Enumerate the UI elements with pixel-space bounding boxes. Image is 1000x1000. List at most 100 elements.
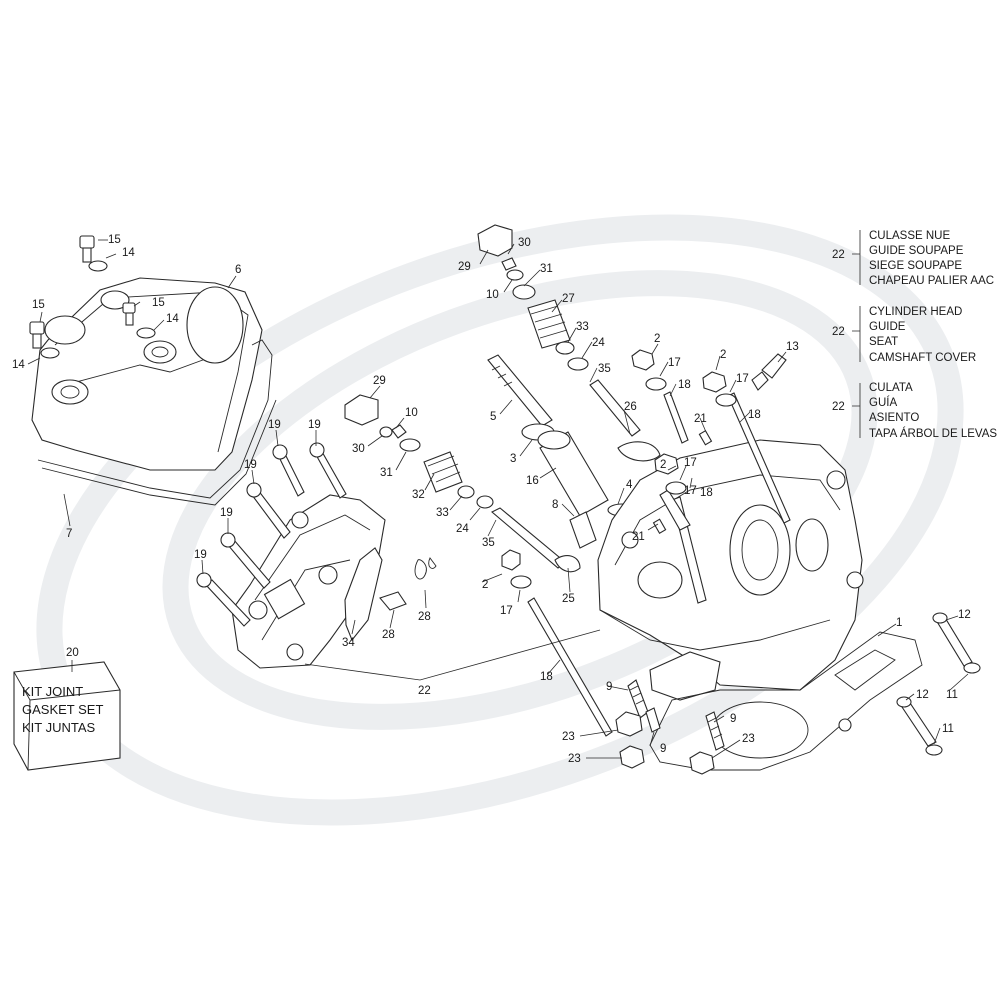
legend-en-1: CYLINDER HEAD (869, 306, 962, 318)
callout-19: 19 (194, 549, 207, 561)
callout-14: 14 (122, 247, 135, 259)
callout-29: 29 (458, 261, 471, 273)
callout-17: 17 (684, 485, 697, 497)
legend-fr-2: GUIDE SOUPAPE (869, 245, 964, 257)
callout-23: 23 (562, 731, 575, 743)
legend-fr-4: CHAPEAU PALIER AAC (869, 275, 994, 287)
callout-27: 27 (562, 293, 575, 305)
callout-23: 23 (568, 753, 581, 765)
left-valve-stack (344, 394, 581, 573)
callout-9: 9 (606, 681, 612, 693)
callout-11: 11 (942, 723, 954, 735)
callout-35: 35 (598, 363, 611, 375)
callout-28: 28 (382, 629, 395, 641)
callout-1: 1 (896, 617, 902, 629)
head-studs (527, 391, 791, 737)
upper-valve-stack (477, 224, 661, 549)
callout-9: 9 (660, 743, 666, 755)
legend-fr-1: CULASSE NUE (869, 230, 950, 242)
callout-7: 7 (66, 528, 72, 540)
callout-34: 34 (342, 637, 355, 649)
callout-28: 28 (418, 611, 431, 623)
callout-17: 17 (736, 373, 749, 385)
callout-2: 2 (720, 349, 726, 361)
kit-line-3: KIT JUNTAS (22, 720, 96, 735)
callout-15: 15 (32, 299, 45, 311)
callout-11: 11 (946, 689, 958, 701)
callout-32: 32 (412, 489, 425, 501)
callout-33: 33 (576, 321, 589, 333)
callout-30: 30 (352, 443, 365, 455)
side-bolts (896, 612, 981, 756)
temp-sensor (652, 353, 787, 534)
legend-es: 22 CULATA GUÍA ASIENTO TAPA ÁRBOL DE LEV… (832, 382, 997, 440)
callout-10: 10 (405, 407, 418, 419)
callout-15: 15 (108, 234, 121, 246)
callout-23: 23 (742, 733, 755, 745)
callout-18: 18 (540, 671, 553, 683)
callout-24: 24 (592, 337, 605, 349)
legend-ref-es: 22 (832, 401, 845, 413)
valve-cover (31, 277, 263, 471)
callout-17: 17 (500, 605, 513, 617)
kit-line-1: KIT JOINT (22, 684, 83, 699)
callout-4: 4 (626, 479, 633, 491)
callout-19: 19 (244, 459, 257, 471)
legend-ref-en: 22 (832, 326, 845, 338)
callout-29: 29 (373, 375, 386, 387)
callout-10: 10 (486, 289, 499, 301)
camshaft-cover (231, 494, 386, 669)
callout-33: 33 (436, 507, 449, 519)
legend-es-4: TAPA ÁRBOL DE LEVAS (869, 427, 997, 440)
callout-18: 18 (748, 409, 761, 421)
legend-fr-3: SIEGE SOUPAPE (869, 260, 962, 272)
callout-19: 19 (220, 507, 233, 519)
callout-12: 12 (916, 689, 929, 701)
callout-21: 21 (632, 531, 645, 543)
callout-numbers: 15 14 6 15 15 14 14 7 19 19 19 19 19 29 … (12, 234, 971, 765)
nuts-and-washers (501, 349, 737, 589)
callout-30: 30 (518, 237, 531, 249)
legend-fr: 22 CULASSE NUE GUIDE SOUPAPE SIEGE SOUPA… (832, 230, 994, 287)
callout-22: 22 (418, 685, 431, 697)
callout-2: 2 (482, 579, 488, 591)
callout-19: 19 (308, 419, 321, 431)
legend-en-2: GUIDE (869, 321, 906, 333)
callout-26: 26 (624, 401, 637, 413)
valve-cover-gasket (37, 339, 277, 506)
legend-en-4: CAMSHAFT COVER (869, 352, 976, 364)
callout-18: 18 (700, 487, 713, 499)
callout-14: 14 (166, 313, 179, 325)
callout-18: 18 (678, 379, 691, 391)
callout-20: 20 (66, 647, 79, 659)
callout-19: 19 (268, 419, 281, 431)
callout-24: 24 (456, 523, 469, 535)
callout-8: 8 (552, 499, 558, 511)
cover-bolts (29, 235, 156, 359)
callout-5: 5 (490, 411, 496, 423)
callout-6: 6 (235, 264, 241, 276)
legend-ref-fr: 22 (832, 249, 845, 261)
callout-12: 12 (958, 609, 971, 621)
callout-17: 17 (684, 457, 697, 469)
chain-guide-34 (344, 547, 437, 642)
legend-en: 22 CYLINDER HEAD GUIDE SEAT CAMSHAFT COV… (832, 306, 976, 364)
gasket-kit-box: KIT JOINT GASKET SET KIT JUNTAS 20 (13, 647, 121, 771)
callout-2: 2 (660, 459, 666, 471)
legend-es-3: ASIENTO (869, 412, 919, 424)
kit-line-2: GASKET SET (22, 702, 103, 717)
callout-22-leaders (304, 629, 601, 681)
callout-14: 14 (12, 359, 25, 371)
cover-bolts-19 (196, 442, 347, 627)
callout-3: 3 (510, 453, 516, 465)
callout-leaders (27, 239, 969, 759)
callout-13: 13 (786, 341, 799, 353)
callout-31: 31 (380, 467, 393, 479)
cylinder-head (597, 439, 864, 701)
callout-16: 16 (526, 475, 539, 487)
callout-9: 9 (730, 713, 736, 725)
legend-es-2: GUÍA (869, 396, 897, 409)
callout-31: 31 (540, 263, 553, 275)
callout-21: 21 (694, 413, 707, 425)
